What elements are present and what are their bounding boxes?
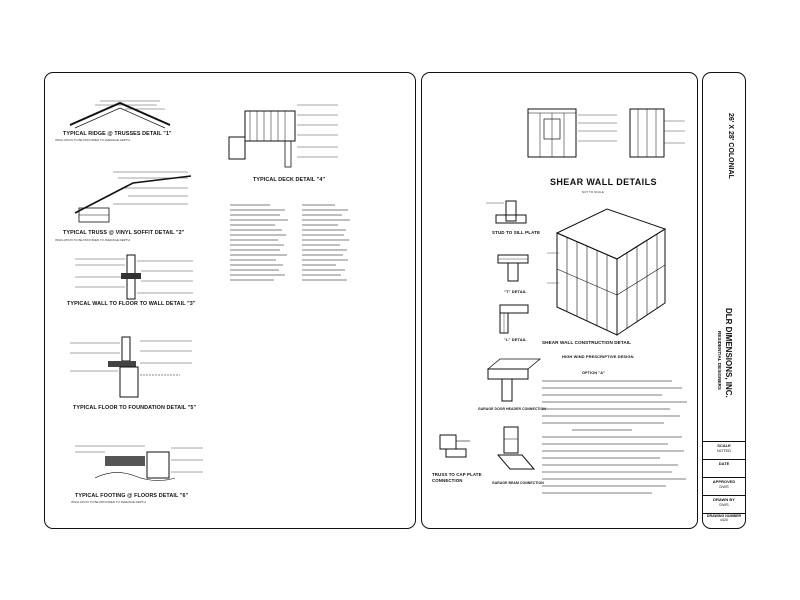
company-subtitle: RESIDENTIAL DESIGNERS — [717, 331, 722, 390]
stud-sill-drawing — [486, 200, 527, 224]
approved-value: DWS — [719, 484, 729, 489]
garage-door-label: GARAGE DOOR HEADER CONNECTION — [478, 407, 546, 411]
right-sheet: SHEAR WALL DETAILS NOT TO SCALE STUD TO … — [421, 72, 698, 529]
detail-6-title: TYPICAL FOOTING @ FLOORS DETAIL "6" — [75, 493, 189, 499]
drawn-label: DRAWN BY — [713, 497, 735, 502]
detail-5-title: TYPICAL FLOOR TO FOUNDATION DETAIL "5" — [73, 405, 197, 411]
wall-elevation-drawing — [527, 108, 685, 158]
detail-2-note: INSULATION TO BE PROVIDED TO AVERAGE DEP… — [55, 238, 130, 242]
drawn-value: DWS — [719, 502, 729, 507]
deck-detail-drawing — [228, 104, 338, 168]
detail-1-title: TYPICAL RIDGE @ TRUSSES DETAIL "1" — [63, 131, 172, 137]
drawing-label: DRAWING NUMBER — [706, 514, 742, 518]
l-detail-drawing — [499, 304, 529, 334]
detail-6-note: INSULATION TO BE PROVIDED TO AVERAGE DEP… — [71, 500, 146, 504]
title-block: 26' X 28' COLONIAL DLR DIMENSIONS, INC. … — [702, 72, 746, 529]
scale-value: NOTED — [717, 448, 731, 453]
soffit-detail-drawing — [74, 171, 192, 223]
foundation-detail-drawing — [70, 336, 192, 398]
approved-label: APPROVED — [712, 479, 736, 484]
drawn-cell: DRAWN BY DWS — [703, 495, 745, 513]
project-title: 26' X 28' COLONIAL — [727, 113, 734, 179]
approved-cell: APPROVED DWS — [703, 477, 745, 495]
option-a-label: OPTION "A" — [582, 371, 605, 375]
stud-sill-label: STUD TO SILL PLATE — [492, 230, 541, 235]
t-detail-drawing — [497, 254, 529, 282]
date-cell: DATE — [703, 459, 745, 477]
ridge-detail-drawing — [69, 100, 171, 129]
shear-wall-construction-drawing — [547, 208, 667, 336]
left-sheet: TYPICAL RIDGE @ TRUSSES DETAIL "1" INSUL… — [44, 72, 416, 529]
shear-wall-heading: SHEAR WALL DETAILS — [550, 177, 657, 187]
garage-door-header-drawing — [486, 358, 542, 402]
truss-cap-drawing — [439, 434, 470, 458]
detail-3-title: TYPICAL WALL TO FLOOR TO WALL DETAIL "3" — [67, 301, 196, 307]
footing-detail-drawing — [75, 445, 203, 481]
detail-1-note: INSULATION TO BE PROVIDED TO AVERAGE DEP… — [55, 138, 130, 142]
shear-wall-heading-sub: NOT TO SCALE — [582, 190, 604, 194]
t-detail-label: "T" DETAIL — [504, 289, 527, 294]
prescriptive-notes-block — [542, 380, 687, 494]
general-notes-block — [230, 204, 350, 281]
scale-cell: SCALE NOTED — [703, 441, 745, 459]
drawing-number-cell: DRAWING NUMBER 4420 — [703, 513, 745, 529]
l-detail-label: "L" DETAIL — [504, 337, 527, 342]
prescriptive-label: HIGH WIND PRESCRIPTIVE DESIGN — [562, 354, 634, 359]
construction-label: SHEAR WALL CONSTRUCTION DETAIL — [542, 340, 632, 345]
drawing-value: 4420 — [720, 518, 728, 522]
garage-beam-label: GARAGE BEAM CONNECTION — [492, 481, 544, 485]
detail-4-title: TYPICAL DECK DETAIL "4" — [253, 177, 326, 183]
scale-label: SCALE — [717, 443, 731, 448]
date-label: DATE — [718, 461, 730, 466]
truss-cap-label: TRUSS TO CAP PLATE CONNECTION — [432, 472, 482, 483]
wall-floor-detail-drawing — [75, 254, 193, 300]
detail-2-title: TYPICAL TRUSS @ VINYL SOFFIT DETAIL "2" — [63, 230, 185, 236]
garage-beam-drawing — [496, 426, 536, 470]
company-name: DLR DIMENSIONS, INC. — [724, 308, 733, 398]
